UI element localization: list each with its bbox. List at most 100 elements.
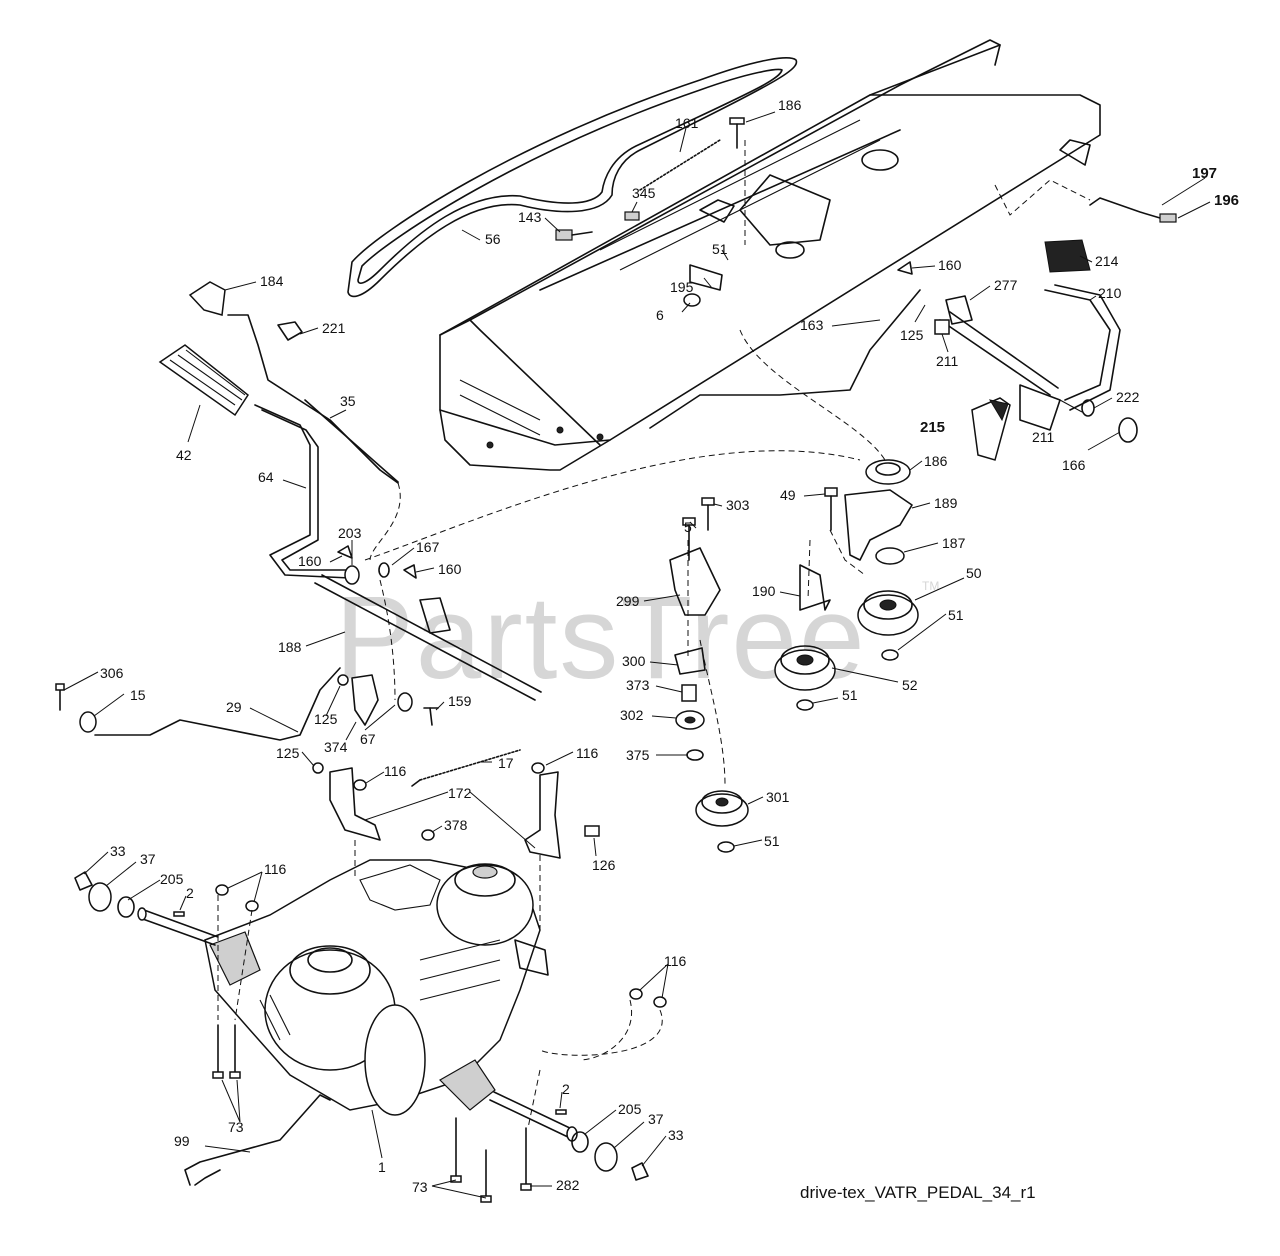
callout-label: 33 — [668, 1127, 684, 1143]
callout-labels: 197 196 186 161 345 143 56 51 195 6 184 … — [100, 97, 1239, 1195]
callout-label: 190 — [752, 583, 776, 599]
pedal-rod-64 — [254, 404, 351, 579]
pin-159 — [423, 707, 439, 726]
callout-label: 196 — [1214, 192, 1239, 209]
callout-label: 222 — [1116, 389, 1140, 405]
callout-label: 50 — [966, 565, 982, 581]
callout-label: 301 — [766, 789, 790, 805]
bolt-5 — [682, 517, 696, 561]
callout-label: 37 — [648, 1111, 664, 1127]
callout-label: 211 — [1032, 429, 1055, 445]
callout-label: 17 — [498, 755, 514, 771]
callout-label: 2 — [562, 1081, 570, 1097]
callout-label: 6 — [656, 307, 664, 323]
bushing-211-a — [934, 319, 950, 335]
bracket-299 — [669, 547, 721, 616]
pedal-pad-184 — [188, 281, 226, 316]
assembly-lines — [217, 140, 1091, 1129]
pulley-52 — [774, 645, 836, 691]
callout-label: 187 — [942, 535, 966, 551]
bracket-300 — [674, 647, 706, 675]
callout-label: 2 — [186, 885, 194, 901]
clip-160-b — [337, 545, 353, 559]
pedal-arm-210 — [1044, 284, 1121, 411]
callout-label: 205 — [618, 1101, 642, 1117]
callout-label: 99 — [174, 1133, 190, 1149]
nut-116-b — [531, 762, 545, 774]
brake-pedal-42 — [158, 344, 250, 417]
callout-label: 116 — [664, 953, 687, 969]
callout-label: 56 — [485, 231, 501, 247]
washer-375 — [686, 749, 704, 761]
washer-222 — [1081, 399, 1095, 417]
nut-116-d — [245, 900, 259, 912]
callout-label: 35 — [340, 393, 356, 409]
callout-label: 374 — [324, 739, 348, 755]
callout-label: 184 — [260, 273, 284, 289]
callout-label: 116 — [264, 861, 287, 877]
nut-51-c — [717, 841, 735, 853]
nut-116-c — [215, 884, 229, 896]
washer-203 — [344, 565, 360, 585]
callout-label: 221 — [322, 320, 346, 336]
bracket-190 — [799, 564, 831, 611]
callout-label: 64 — [258, 469, 274, 485]
washer-37-right — [594, 1142, 618, 1172]
key-2-right — [555, 1109, 567, 1115]
callout-label: 215 — [920, 419, 945, 436]
callout-label: 373 — [626, 677, 650, 693]
bracket-195 — [689, 264, 723, 291]
bracket-172-right — [524, 771, 561, 859]
bolt-143 — [555, 229, 593, 241]
nut-378 — [421, 829, 435, 841]
callout-label: 160 — [938, 257, 962, 273]
washer-166 — [1118, 417, 1138, 443]
idler-arm-189 — [844, 489, 913, 561]
callout-label: 116 — [384, 763, 407, 779]
callout-label: 211 — [936, 353, 959, 369]
pulley-50 — [857, 590, 919, 636]
clip-160-a — [897, 261, 913, 275]
callout-label: 189 — [934, 495, 958, 511]
callout-label: 73 — [412, 1179, 428, 1195]
nut-51-a — [881, 649, 899, 661]
callout-label: 172 — [448, 785, 472, 801]
pedal-pad-214 — [1044, 239, 1091, 273]
bolt-186-top — [729, 117, 745, 149]
pedal-rod-184 — [227, 314, 399, 484]
callout-label: 159 — [448, 693, 472, 709]
rod-99 — [184, 1094, 331, 1186]
spring-17 — [411, 749, 521, 787]
washer-167 — [378, 562, 390, 578]
control-rod-29 — [94, 667, 341, 741]
rod-35 — [304, 399, 399, 483]
cross-shaft-188 — [314, 574, 542, 701]
pedal-215 — [971, 397, 1011, 461]
bolt-306 — [55, 683, 65, 711]
clip-160-c — [403, 564, 417, 579]
callout-label: 143 — [518, 209, 542, 225]
callout-label: 282 — [556, 1177, 580, 1193]
bolt-345 — [624, 211, 640, 221]
nut-116-f — [653, 996, 667, 1008]
nut-125-b — [312, 762, 324, 774]
callout-label: 116 — [576, 745, 599, 761]
washer-67 — [397, 692, 413, 712]
pedal-shaft — [939, 311, 1061, 431]
leader-lines — [63, 111, 1211, 1199]
callout-label: 167 — [416, 539, 440, 555]
callout-label: 277 — [994, 277, 1018, 293]
spring-161 — [639, 139, 721, 191]
bolt-303 — [701, 497, 715, 531]
callout-label: 52 — [902, 677, 918, 693]
callout-label: 186 — [778, 97, 802, 113]
callout-label: 29 — [226, 699, 242, 715]
transaxle-1 — [204, 859, 549, 1116]
linkage-rod-163 — [649, 289, 921, 429]
callout-label: 197 — [1192, 165, 1217, 182]
callout-label: 125 — [276, 745, 300, 761]
bolt-282 — [520, 1127, 532, 1191]
callout-label: 73 — [228, 1119, 244, 1135]
callout-label: 186 — [924, 453, 948, 469]
pedal-rod-197 — [1089, 197, 1161, 219]
